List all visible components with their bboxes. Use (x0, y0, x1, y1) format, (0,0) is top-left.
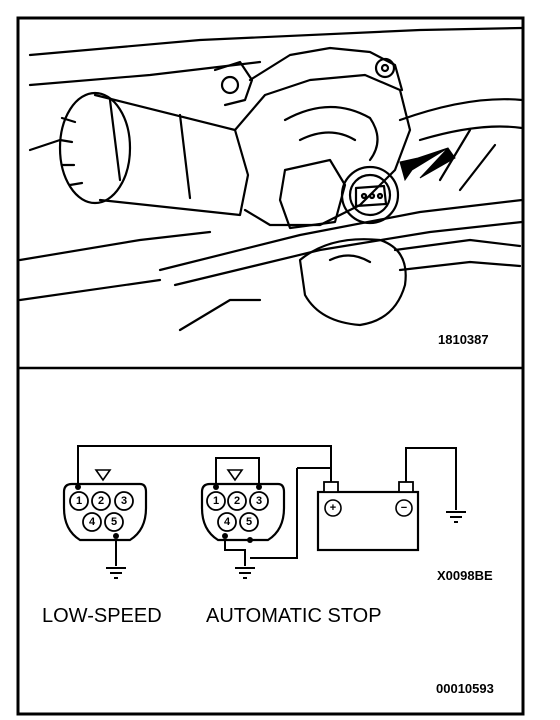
outer-border (16, 16, 525, 716)
auto-stop-pin-4: 4 (224, 516, 231, 528)
auto-stop-key-triangle-icon (226, 469, 244, 482)
ground-icon-low-speed (106, 567, 126, 579)
page-code: 00010593 (436, 681, 494, 696)
auto-stop-pin-3: 3 (256, 495, 262, 507)
low-speed-key-triangle-icon (94, 469, 112, 482)
automatic-stop-connector: 1 2 3 4 5 (200, 469, 286, 543)
schematic-figure-code: X0098BE (437, 568, 493, 583)
wire-auto-stop-pin5-to-positive (250, 468, 298, 559)
auto-stop-pin-2: 2 (234, 495, 240, 507)
auto-stop-pin-5: 5 (246, 516, 252, 528)
low-speed-pin-2: 2 (98, 495, 104, 507)
wire-auto-stop-pin1-pin3-jumper (215, 457, 260, 487)
low-speed-pin-5: 5 (111, 516, 117, 528)
battery-negative-icon (395, 499, 413, 517)
wiper-motor-illustration (18, 26, 524, 332)
battery-positive-label: + (330, 502, 336, 514)
battery-positive-icon (324, 499, 342, 517)
automatic-stop-caption: AUTOMATIC STOP (206, 605, 382, 627)
low-speed-caption: LOW-SPEED (42, 605, 162, 627)
battery-negative-label: − (401, 502, 407, 514)
arrow-pointer-icon (399, 147, 456, 182)
low-speed-connector: 1 2 3 4 5 (62, 469, 148, 542)
photo-figure-code: 1810387 (438, 332, 489, 347)
battery: + − (316, 481, 420, 552)
ground-icon-battery (446, 511, 466, 523)
ground-icon-auto-stop (235, 567, 255, 579)
wire-negative-to-ground (405, 447, 457, 510)
wiring-schematic: 1 2 3 4 5 1 2 3 4 5 (62, 445, 466, 579)
auto-stop-pin-1: 1 (213, 495, 219, 507)
low-speed-pin-4: 4 (89, 516, 96, 528)
low-speed-pin-3: 3 (121, 495, 127, 507)
wire-auto-stop-pin4-ground (224, 536, 246, 566)
wire-low-speed-pin1-to-positive (77, 445, 332, 487)
low-speed-pin-1: 1 (76, 495, 82, 507)
